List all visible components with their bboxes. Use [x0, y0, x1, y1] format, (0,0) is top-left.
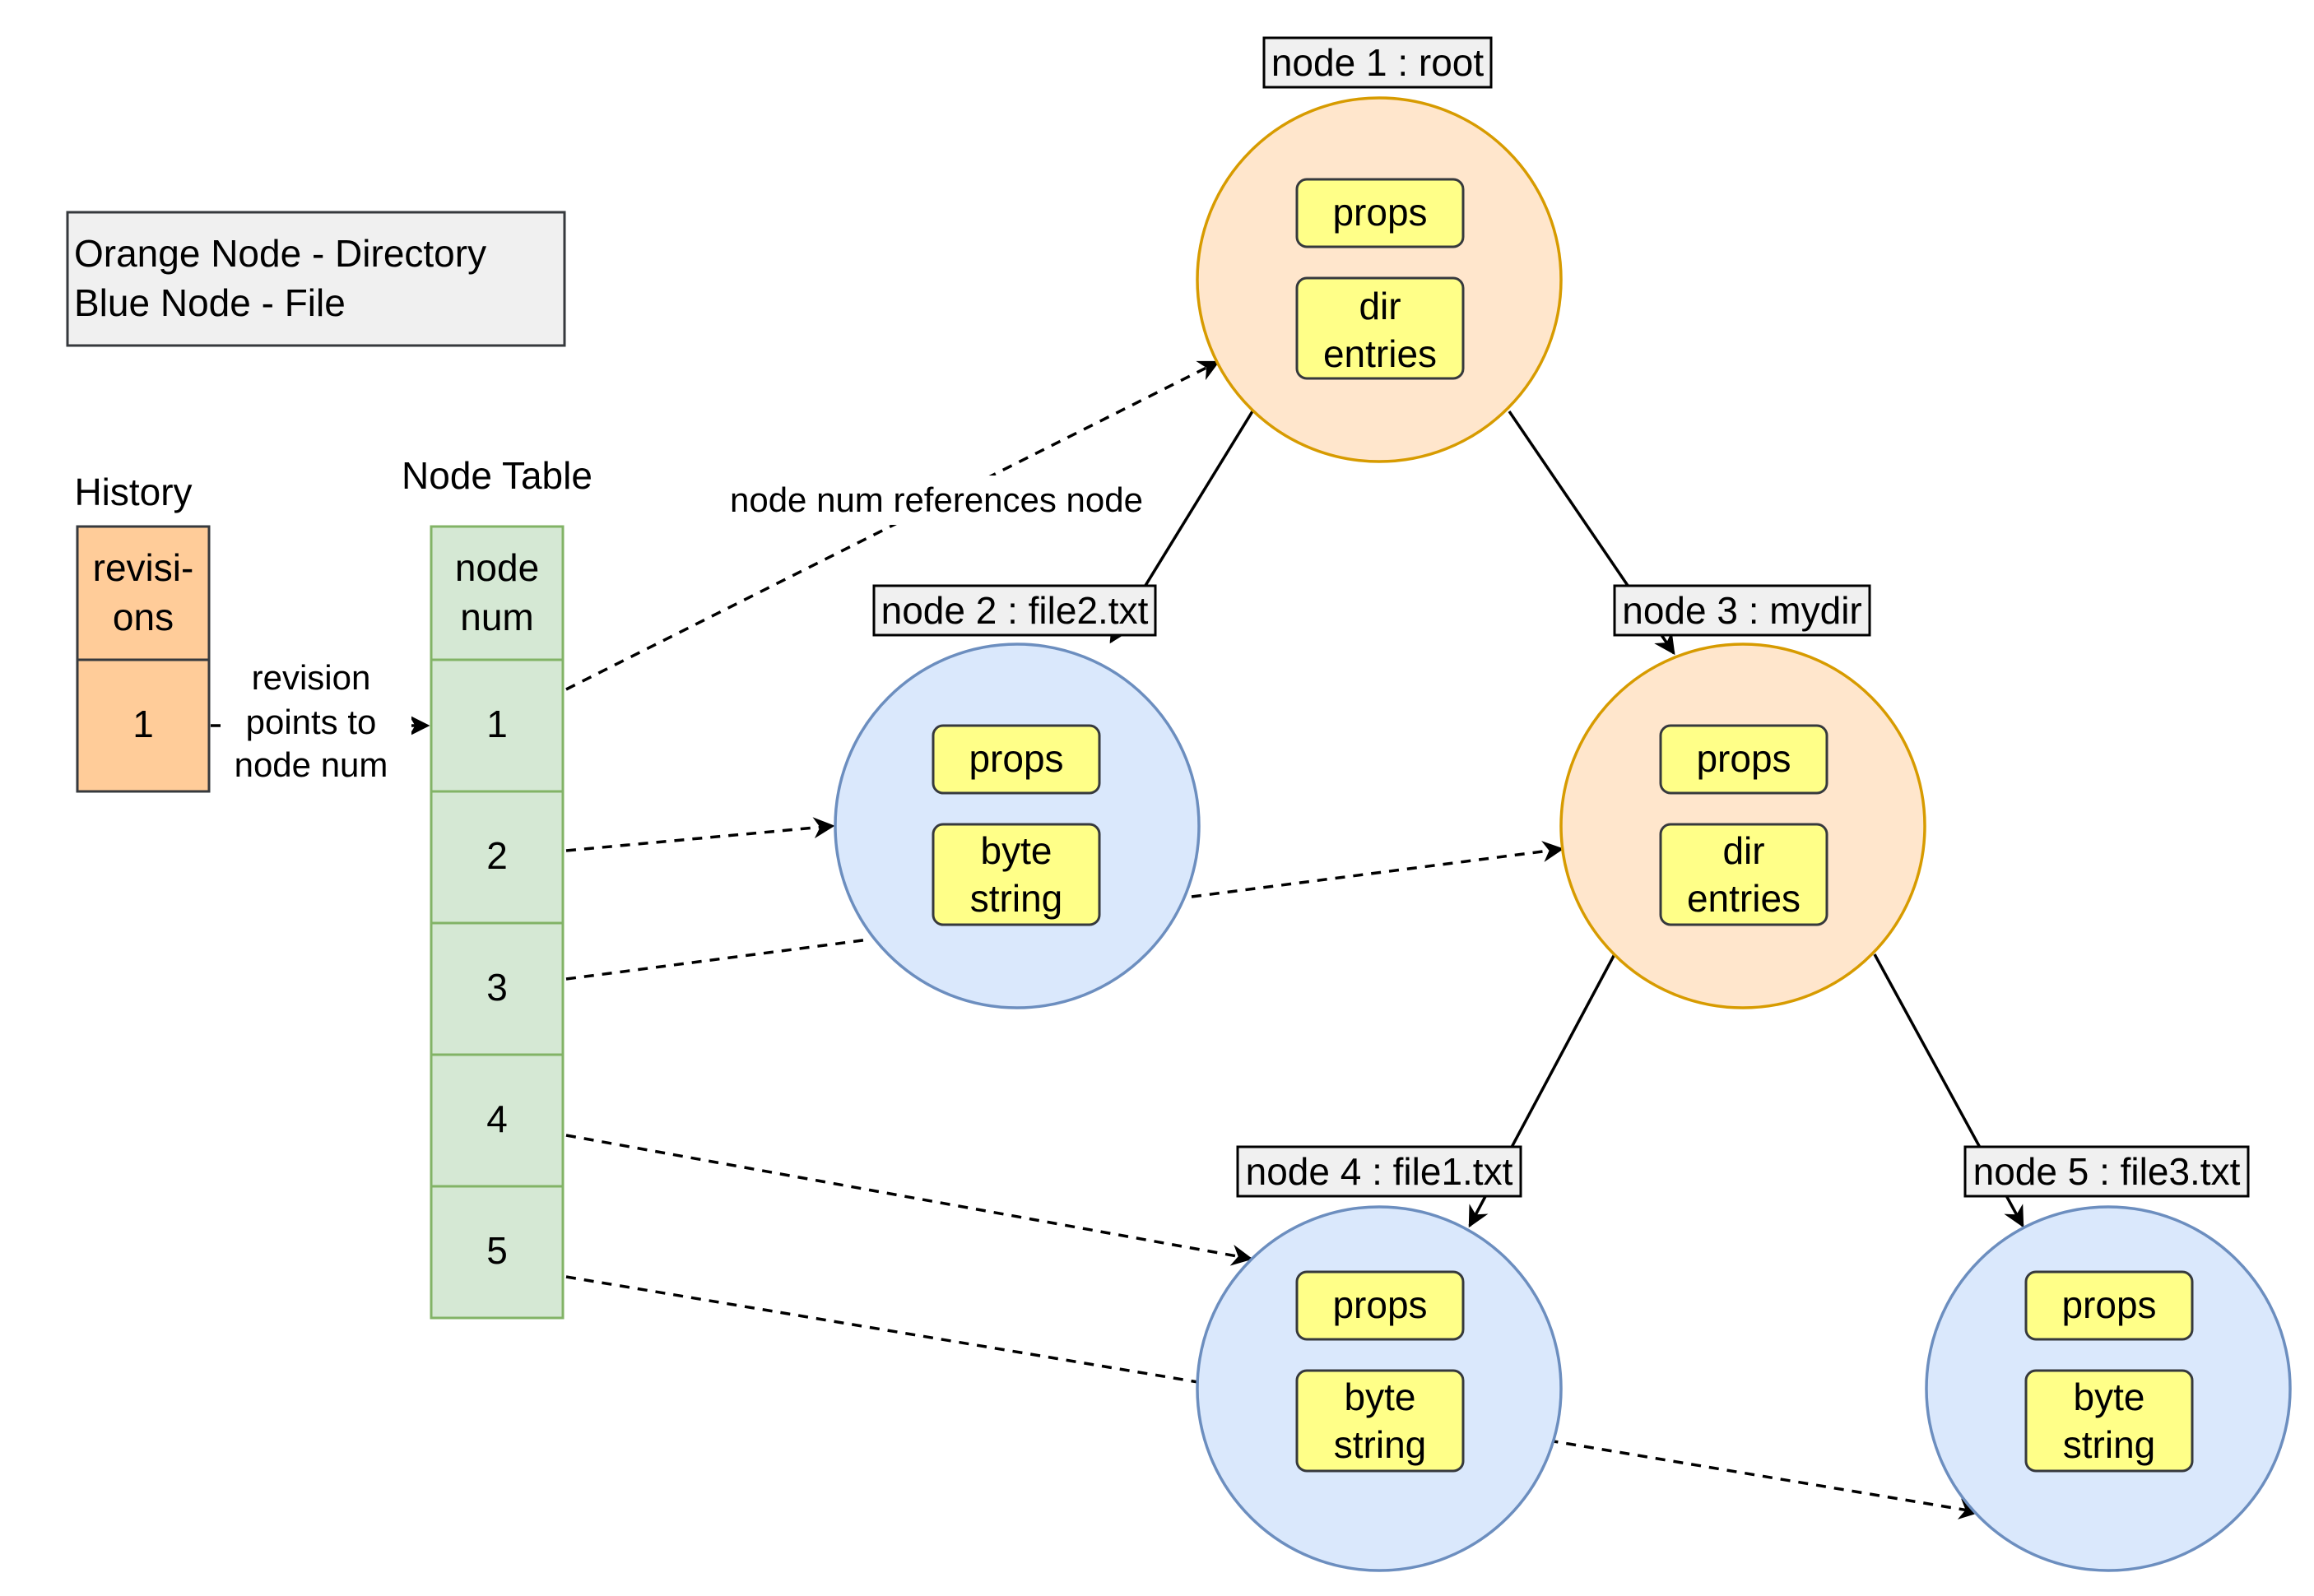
arrow-row4-to-node4 — [565, 1134, 1253, 1266]
node-label-box — [1262, 36, 1493, 89]
legend-line-file: Blue Node - File — [74, 281, 346, 324]
node-table-row-3: 3 — [486, 966, 508, 1009]
node-label: node 5 : file3.txt — [1973, 1150, 2241, 1193]
node-table-row-cell — [430, 1053, 565, 1188]
node-table-row-4: 4 — [486, 1097, 508, 1140]
arrow-row2-to-node2 — [565, 817, 835, 852]
props-box — [1659, 724, 1828, 795]
legend-box: Orange Node - Directory Blue Node - File — [66, 211, 566, 347]
props-label: props — [1332, 191, 1427, 234]
history-title: History — [74, 471, 192, 513]
node-label-box — [1236, 1145, 1522, 1198]
byte-string-box — [2024, 1369, 2194, 1473]
dir-entries-box — [1295, 276, 1465, 380]
node-label: node 1 : root — [1271, 41, 1485, 84]
node-label-box — [1613, 584, 1871, 637]
arrow-row3-part1 — [565, 938, 870, 981]
node-label: node 3 : mydir — [1622, 589, 1861, 632]
history-table: History revisi- ons 1 — [74, 471, 211, 793]
node-table-row-cell — [430, 790, 565, 925]
revision-annotation: revision points to node num — [235, 658, 388, 784]
legend-line-directory: Orange Node - Directory — [74, 232, 486, 275]
revision-annotation-bg — [221, 655, 411, 793]
node-table-row-5: 5 — [486, 1229, 508, 1272]
node-label: node 2 : file2.txt — [881, 589, 1149, 632]
props-label: props — [2061, 1283, 2156, 1326]
byte-string-line-1: byte — [981, 829, 1052, 872]
revision-annotation-line-1: revision — [252, 658, 371, 697]
props-label: props — [969, 737, 1063, 780]
props-box — [932, 724, 1101, 795]
dir-entries-line-1: dir — [1722, 829, 1764, 872]
byte-string-line-1: byte — [1345, 1376, 1416, 1418]
history-row-1: 1 — [132, 703, 154, 745]
node-file2: node 2 : file2.txt props byte string — [834, 584, 1201, 1009]
node-file1: node 4 : file1.txt props byte string — [1196, 1145, 1563, 1572]
byte-string-line-1: byte — [2074, 1376, 2145, 1418]
dir-entries-line-2: entries — [1323, 332, 1437, 375]
node-table-row-1: 1 — [486, 703, 508, 745]
arrow-row1-to-node1 — [565, 360, 1220, 691]
history-row-cell — [76, 658, 211, 793]
node-mydir: node 3 : mydir props dir entries — [1559, 584, 1926, 1009]
revision-annotation-line-2: points to — [246, 703, 377, 741]
node-table-row-cell — [430, 1185, 565, 1320]
byte-string-box — [1295, 1369, 1465, 1473]
node-table-title: Node Table — [402, 454, 592, 497]
node-table-header-cell — [430, 525, 565, 661]
node-table-header-line-1: node — [455, 546, 539, 589]
dir-entries-line-2: entries — [1687, 877, 1801, 920]
byte-string-line-2: string — [1334, 1423, 1426, 1466]
dir-entries-box — [1659, 823, 1828, 926]
props-box — [1295, 178, 1465, 248]
byte-string-line-2: string — [970, 877, 1062, 920]
references-annotation: node num references node — [730, 480, 1143, 519]
node-table-header-line-2: num — [460, 596, 533, 638]
node-table-row-2: 2 — [486, 834, 508, 877]
byte-string-line-2: string — [2063, 1423, 2155, 1466]
props-label: props — [1332, 1283, 1427, 1326]
node-label-box — [872, 584, 1157, 637]
node-label-box — [1963, 1145, 2250, 1198]
node-file3: node 5 : file3.txt props byte string — [1925, 1145, 2292, 1572]
history-header-line-2: ons — [113, 596, 174, 638]
node-label: node 4 : file1.txt — [1246, 1150, 1513, 1193]
node-root: node 1 : root props dir entries — [1196, 36, 1563, 463]
props-box — [1295, 1270, 1465, 1341]
arrow-row3-to-node3 — [1191, 841, 1564, 898]
history-header-line-1: revisi- — [93, 546, 194, 589]
node-table: Node Table node num 1 2 3 4 5 — [402, 454, 592, 1320]
dir-entries-line-1: dir — [1359, 285, 1401, 327]
props-label: props — [1696, 737, 1791, 780]
revision-annotation-line-3: node num — [235, 745, 388, 784]
history-header-cell — [76, 525, 211, 661]
references-annotation-bg — [714, 476, 1159, 525]
byte-string-box — [932, 823, 1101, 926]
props-box — [2024, 1270, 2194, 1341]
